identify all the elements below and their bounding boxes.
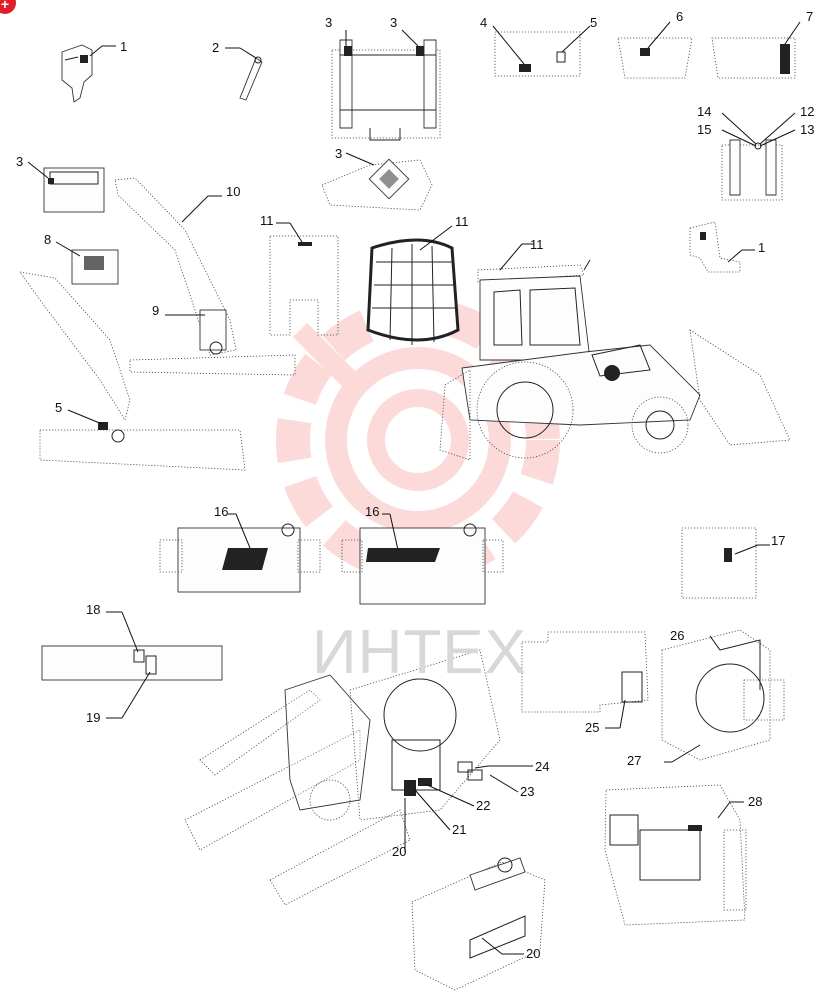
part-17-cover — [681, 527, 757, 599]
callout-2: 2 — [212, 40, 219, 55]
part-1-bracket — [61, 44, 93, 103]
callout-16-left: 16 — [214, 504, 228, 519]
callout-3-left: 3 — [16, 154, 23, 169]
callout-23: 23 — [520, 784, 534, 799]
part-26-27-radiator — [661, 629, 785, 761]
callout-16-right: 16 — [365, 504, 379, 519]
callout-27: 27 — [627, 753, 641, 768]
part-6-cover — [617, 37, 693, 79]
backhoe-loader — [439, 259, 791, 461]
callout-10: 10 — [226, 184, 240, 199]
callout-1-top: 1 — [120, 39, 127, 54]
part-3-lever-plate — [321, 158, 433, 211]
callout-5-left: 5 — [55, 400, 62, 415]
callout-17: 17 — [771, 533, 785, 548]
callout-5-top: 5 — [590, 15, 597, 30]
callout-18: 18 — [86, 602, 100, 617]
part-18-19-strip — [41, 645, 223, 681]
part-3-frame — [331, 39, 441, 141]
callout-11-center: 11 — [455, 214, 469, 229]
callout-28: 28 — [748, 794, 762, 809]
part-28-engine — [604, 784, 747, 926]
part-1-bracket-right — [689, 221, 741, 273]
callout-3-top-left: 3 — [325, 15, 332, 30]
callout-11-right: 11 — [530, 237, 544, 252]
callout-8: 8 — [44, 232, 51, 247]
callout-15: 15 — [697, 122, 711, 137]
part-5-loader-arm — [19, 271, 246, 471]
callout-4: 4 — [480, 15, 487, 30]
callout-20-chassis: 20 — [392, 844, 406, 859]
part-4-5-panel — [494, 31, 581, 77]
watermark-text: ИНТЕХ — [312, 618, 527, 687]
callout-11-left: 11 — [260, 213, 274, 228]
callout-1-right: 1 — [758, 240, 765, 255]
callout-9: 9 — [152, 303, 159, 318]
callout-22: 22 — [476, 798, 490, 813]
part-7-cover — [711, 37, 796, 79]
callout-12: 12 — [800, 104, 814, 119]
callout-19: 19 — [86, 710, 100, 725]
callout-20-battery: 20 — [526, 946, 540, 961]
part-25-panel — [521, 631, 649, 713]
callout-26: 26 — [670, 628, 684, 643]
part-20-battery-box — [411, 857, 546, 991]
part-11-panel — [269, 235, 339, 336]
callout-3-top-right: 3 — [390, 15, 397, 30]
plus-badge-icon[interactable]: + — [0, 0, 16, 14]
callout-3-center: 3 — [335, 146, 342, 161]
part-11-roof-grille — [366, 238, 460, 345]
chassis-assembly — [184, 649, 501, 906]
part-10-boom — [114, 177, 296, 376]
part-3-unit-left — [43, 167, 105, 213]
callout-25: 25 — [585, 720, 599, 735]
callout-14: 14 — [697, 104, 711, 119]
callout-21: 21 — [452, 822, 466, 837]
callout-24: 24 — [535, 759, 549, 774]
part-2-strut — [239, 56, 263, 101]
part-16-hood-left — [159, 523, 321, 593]
part-12-15-bracket — [721, 139, 783, 201]
callout-6: 6 — [676, 9, 683, 24]
callout-13: 13 — [800, 122, 814, 137]
callout-7: 7 — [806, 9, 813, 24]
part-16-hood-right — [341, 523, 504, 605]
